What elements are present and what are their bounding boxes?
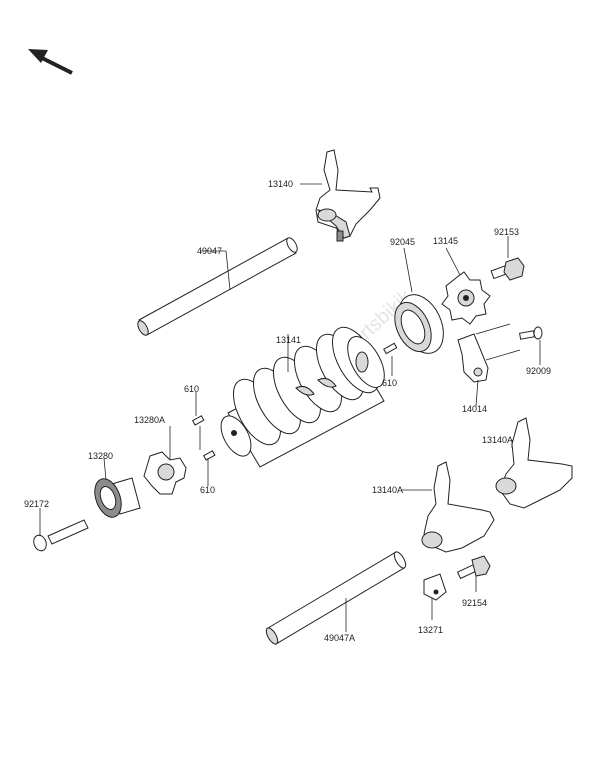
part-92153-bolt[interactable] — [490, 257, 525, 281]
part-49047-shaft[interactable] — [136, 236, 300, 337]
part-92154-bolt[interactable] — [456, 555, 491, 580]
label-13280: 13280 — [88, 451, 113, 461]
label-13145: 13145 — [433, 236, 458, 246]
part-92009-pin[interactable] — [519, 326, 543, 340]
part-13280-bearing[interactable] — [90, 475, 141, 521]
label-92172: 92172 — [24, 499, 49, 509]
label-92045: 92045 — [390, 237, 415, 247]
label-49047A: 49047A — [324, 633, 355, 643]
part-13141-shift-drum[interactable] — [215, 320, 392, 468]
part-13271-plate[interactable] — [423, 573, 447, 601]
label-92154: 92154 — [462, 598, 487, 608]
part-92045-oil-seal[interactable] — [388, 287, 453, 360]
part-13145-shift-drum-cam[interactable] — [441, 271, 491, 325]
label-610-bottom: 610 — [200, 485, 215, 495]
label-92153: 92153 — [494, 227, 519, 237]
label-92009: 92009 — [526, 366, 551, 376]
part-labels: 13140 49047 13145 92153 92045 13141 610 … — [24, 179, 551, 643]
label-13140A-left: 13140A — [372, 485, 403, 495]
label-13280A: 13280A — [134, 415, 165, 425]
part-49047A-shaft[interactable] — [264, 550, 408, 646]
label-49047: 49047 — [197, 246, 222, 256]
leader-lines — [39, 183, 541, 632]
label-13140: 13140 — [268, 179, 293, 189]
part-13140-shift-fork[interactable] — [315, 149, 381, 242]
label-14014: 14014 — [462, 404, 487, 414]
part-13140A-shift-fork-right[interactable] — [495, 417, 573, 509]
label-13140A-right: 13140A — [482, 435, 513, 445]
part-610-dowel-pins[interactable] — [191, 342, 398, 461]
part-13280A-plate[interactable] — [143, 451, 187, 495]
part-13140A-shift-fork-left[interactable] — [421, 461, 495, 553]
label-610-top: 610 — [184, 384, 199, 394]
direction-arrow-icon — [28, 49, 73, 75]
label-13271: 13271 — [418, 625, 443, 635]
label-610-right: 610 — [382, 378, 397, 388]
part-14014-lever[interactable] — [457, 323, 521, 383]
part-92172-bolt[interactable] — [32, 519, 89, 553]
label-13141: 13141 — [276, 335, 301, 345]
